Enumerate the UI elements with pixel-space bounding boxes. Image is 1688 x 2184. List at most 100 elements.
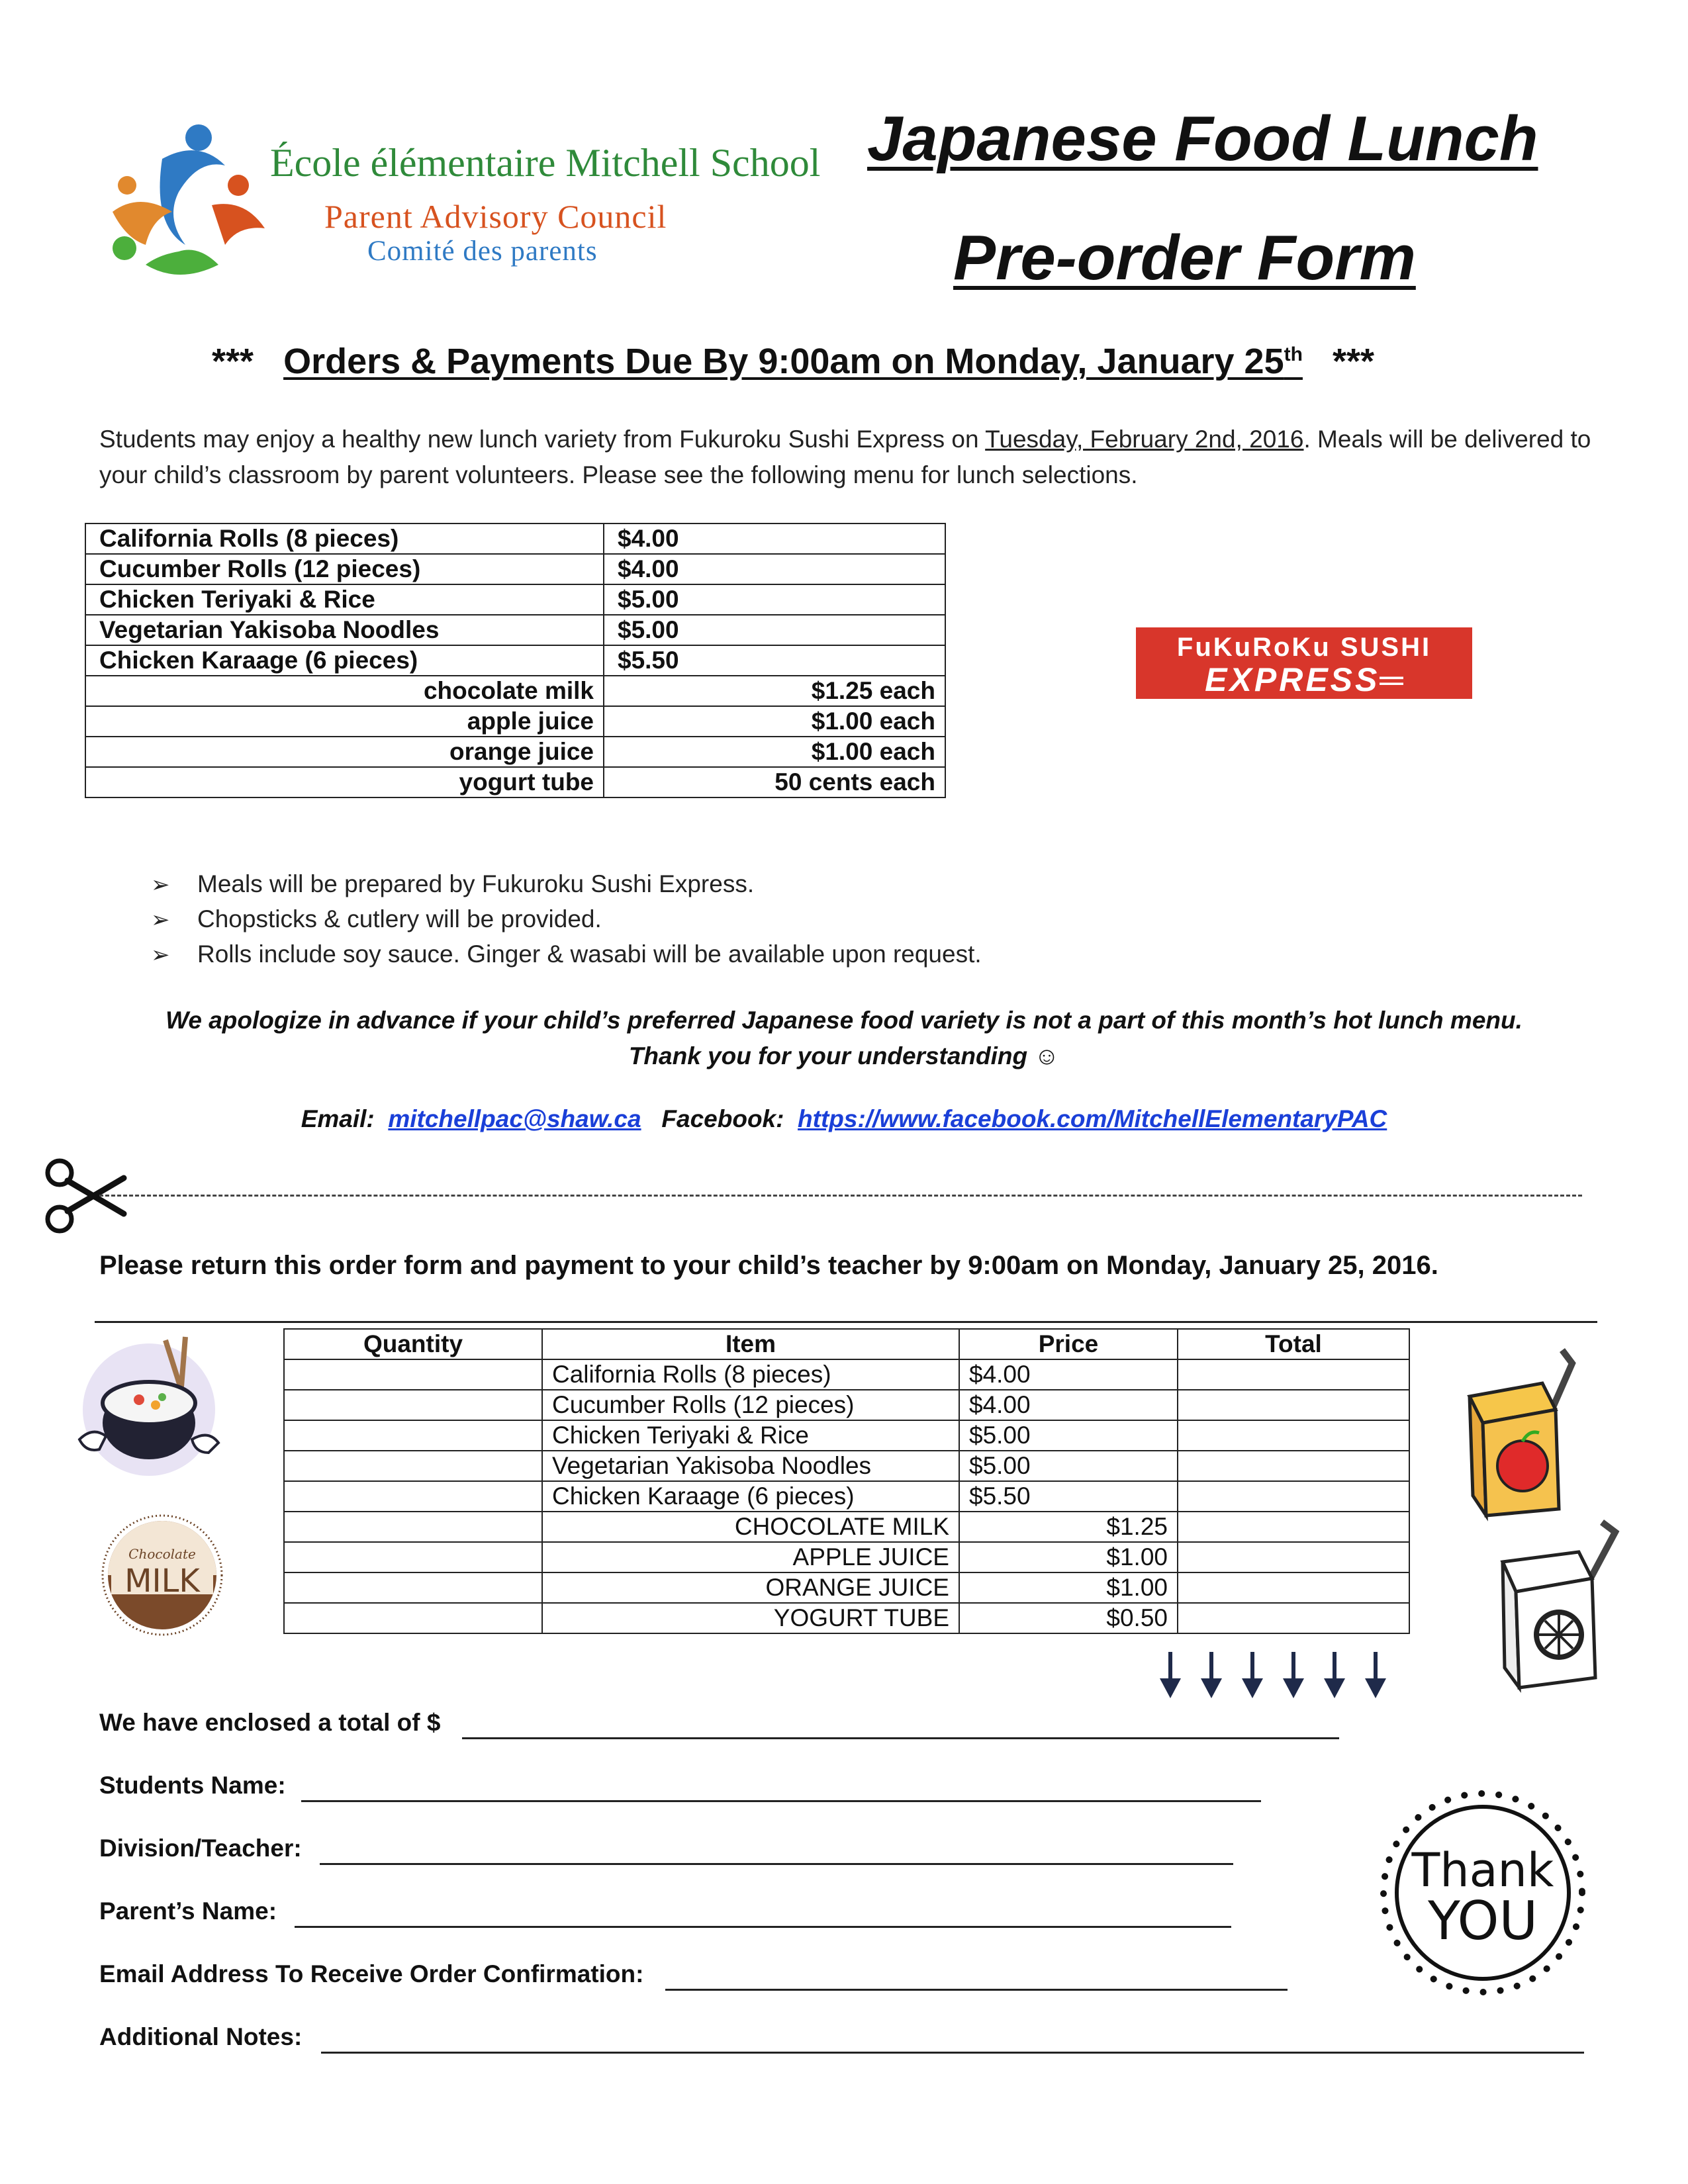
- quantity-cell[interactable]: [283, 1602, 543, 1634]
- apple-juice-box-icon: [1467, 1348, 1576, 1522]
- menu-price: 50 cents each: [603, 766, 946, 798]
- down-arrow-icon: [1242, 1652, 1263, 1698]
- order-row: Chicken Teriyaki & Rice$5.00: [283, 1420, 1410, 1451]
- down-arrow-icon: [1283, 1652, 1304, 1698]
- logo-school-name: École élémentaire Mitchell School: [270, 141, 821, 185]
- milk-small-label: Chocolate: [128, 1546, 196, 1562]
- menu-row: Cucumber Rolls (12 pieces)$4.00: [85, 553, 946, 585]
- apology-note: We apologize in advance if your child’s …: [99, 1003, 1589, 1074]
- total-cell[interactable]: [1177, 1541, 1410, 1573]
- bullet-arrow-icon: ➢: [151, 872, 170, 897]
- total-cell[interactable]: [1177, 1389, 1410, 1421]
- order-row: Cucumber Rolls (12 pieces)$4.00: [283, 1389, 1410, 1421]
- menu-row: California Rolls (8 pieces)$4.00: [85, 523, 946, 555]
- parent-name-field[interactable]: [295, 1926, 1231, 1928]
- item-cell: Cucumber Rolls (12 pieces): [541, 1389, 960, 1421]
- menu-item: Vegetarian Yakisoba Noodles: [85, 614, 604, 646]
- due-stars-left: ***: [212, 341, 254, 381]
- quantity-cell[interactable]: [283, 1359, 543, 1390]
- total-cell[interactable]: [1177, 1572, 1410, 1604]
- total-enclosed-field[interactable]: [462, 1737, 1339, 1739]
- additional-notes-label: Additional Notes:: [99, 2023, 303, 2050]
- cut-line: [99, 1195, 1582, 1197]
- menu-price: $1.00 each: [603, 736, 946, 768]
- menu-item: Chicken Teriyaki & Rice: [85, 584, 604, 615]
- facebook-link[interactable]: https://www.facebook.com/MitchellElement…: [798, 1105, 1387, 1132]
- lunch-date: Tuesday, February 2nd, 2016: [985, 426, 1304, 453]
- email-confirmation-field[interactable]: [665, 1989, 1288, 1991]
- apology-line2: Thank you for your understanding ☺: [628, 1042, 1060, 1069]
- price-cell: $4.00: [959, 1359, 1178, 1390]
- menu-item: Cucumber Rolls (12 pieces): [85, 553, 604, 585]
- bullet-item: ➢Meals will be prepared by Fukuroku Sush…: [151, 870, 755, 897]
- price-cell: $5.00: [959, 1420, 1178, 1451]
- quantity-cell[interactable]: [283, 1389, 543, 1421]
- menu-item: chocolate milk: [85, 675, 604, 707]
- price-cell: $1.00: [959, 1541, 1178, 1573]
- bullet-item: ➢Rolls include soy sauce. Ginger & wasab…: [151, 940, 982, 968]
- orange-juice-box-icon: [1500, 1520, 1620, 1694]
- total-cell[interactable]: [1177, 1511, 1410, 1543]
- item-cell: APPLE JUICE: [541, 1541, 960, 1573]
- item-cell: CHOCOLATE MILK: [541, 1511, 960, 1543]
- menu-price: $4.00: [603, 523, 946, 555]
- down-arrow-icon: [1201, 1652, 1222, 1698]
- chocolate-milk-icon: Chocolate MILK: [101, 1514, 223, 1636]
- down-arrows: [1160, 1652, 1386, 1698]
- school-logo: École élémentaire Mitchell School Parent…: [99, 113, 827, 304]
- quantity-cell[interactable]: [283, 1541, 543, 1573]
- menu-row: apple juice$1.00 each: [85, 705, 946, 737]
- menu-row: Chicken Karaage (6 pieces)$5.50: [85, 645, 946, 676]
- student-name-label: Students Name:: [99, 1772, 286, 1799]
- menu-row: Chicken Teriyaki & Rice$5.00: [85, 584, 946, 615]
- student-name-field[interactable]: [301, 1800, 1261, 1802]
- order-row: APPLE JUICE$1.00: [283, 1541, 1410, 1573]
- due-superscript: th: [1284, 343, 1303, 365]
- menu-item: apple juice: [85, 705, 604, 737]
- division-teacher-label: Division/Teacher:: [99, 1835, 302, 1862]
- menu-row: Vegetarian Yakisoba Noodles$5.00: [85, 614, 946, 646]
- price-cell: $0.50: [959, 1602, 1178, 1634]
- apology-line1: We apologize in advance if your child’s …: [165, 1007, 1523, 1034]
- item-cell: YOGURT TUBE: [541, 1602, 960, 1634]
- additional-notes-field[interactable]: [321, 2052, 1584, 2054]
- email-link[interactable]: mitchellpac@shaw.ca: [388, 1105, 641, 1132]
- menu-row: orange juice$1.00 each: [85, 736, 946, 768]
- quantity-cell[interactable]: [283, 1511, 543, 1543]
- logo-council-name: Parent Advisory Council: [324, 198, 667, 235]
- thank-text: Thank: [1411, 1843, 1554, 1897]
- menu-price: $5.00: [603, 614, 946, 646]
- due-stars-right: ***: [1332, 341, 1375, 381]
- quantity-cell[interactable]: [283, 1420, 543, 1451]
- order-row: CHOCOLATE MILK$1.25: [283, 1511, 1410, 1543]
- quantity-cell[interactable]: [283, 1480, 543, 1512]
- menu-price: $1.00 each: [603, 705, 946, 737]
- division-teacher-field[interactable]: [320, 1863, 1233, 1865]
- total-cell[interactable]: [1177, 1450, 1410, 1482]
- email-confirmation-label: Email Address To Receive Order Confirmat…: [99, 1960, 644, 1987]
- bullet-arrow-icon: ➢: [151, 907, 170, 933]
- email-label: Email:: [301, 1105, 375, 1132]
- order-row: California Rolls (8 pieces)$4.00: [283, 1359, 1410, 1390]
- logo-figures-icon: [113, 124, 265, 275]
- intro-paragraph: Students may enjoy a healthy new lunch v…: [99, 426, 1591, 488]
- menu-row: chocolate milk$1.25 each: [85, 675, 946, 707]
- quantity-cell[interactable]: [283, 1572, 543, 1604]
- total-cell[interactable]: [1177, 1480, 1410, 1512]
- header-total: Total: [1177, 1328, 1410, 1360]
- order-row: Vegetarian Yakisoba Noodles$5.00: [283, 1450, 1410, 1482]
- order-table: Quantity Item Price Total California Rol…: [283, 1328, 1410, 1634]
- total-cell[interactable]: [1177, 1602, 1410, 1634]
- down-arrow-icon: [1160, 1652, 1181, 1698]
- quantity-cell[interactable]: [283, 1450, 543, 1482]
- scissors-icon: [45, 1158, 127, 1234]
- fukuroku-logo: FuKuRoKu SUSHI EXPRESS═: [1136, 627, 1472, 699]
- total-enclosed-label: We have enclosed a total of $: [99, 1709, 441, 1736]
- parent-name-label: Parent’s Name:: [99, 1897, 277, 1925]
- contact-line: Email: mitchellpac@shaw.ca Facebook: htt…: [99, 1105, 1589, 1133]
- item-cell: Chicken Karaage (6 pieces): [541, 1480, 960, 1512]
- total-cell[interactable]: [1177, 1359, 1410, 1390]
- total-cell[interactable]: [1177, 1420, 1410, 1451]
